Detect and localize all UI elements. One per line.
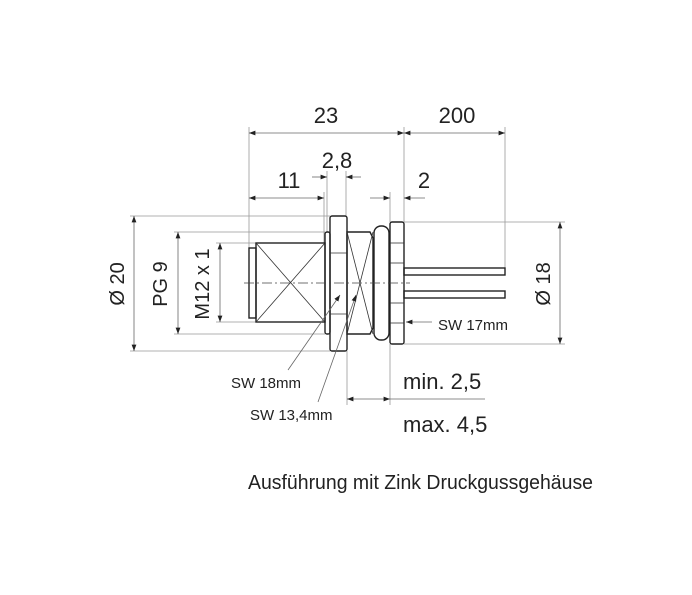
dim-wall-min: min. 2,5 [403, 369, 481, 394]
callout-sw18: SW 18mm [231, 375, 301, 392]
dim-nut-width: 2 [418, 168, 430, 193]
dim-front-length: 11 [278, 168, 301, 193]
callout-sw13: SW 13,4mm [250, 407, 333, 424]
dim-cable-length: 200 [439, 103, 476, 128]
dim-thread-m12: M12 x 1 [192, 248, 214, 319]
leader-lines [287, 294, 432, 403]
dim-thread-pg: PG 9 [150, 261, 172, 307]
wire-2 [403, 290, 506, 299]
dim-outer-diameter: Ø 20 [107, 262, 129, 305]
dim-rear-diameter: Ø 18 [533, 262, 555, 305]
wire-1 [403, 267, 506, 276]
dim-wall-max: max. 4,5 [403, 412, 487, 437]
connector-body [244, 215, 506, 352]
caption: Ausführung mit Zink Druckgussgehäuse [248, 472, 593, 494]
callout-sw17: SW 17mm [438, 317, 508, 334]
dim-washer-width: 2,8 [322, 148, 353, 173]
dim-overall-length: 23 [314, 103, 338, 128]
dimension-lines [131, 130, 563, 402]
hex-nut-front [329, 215, 348, 352]
